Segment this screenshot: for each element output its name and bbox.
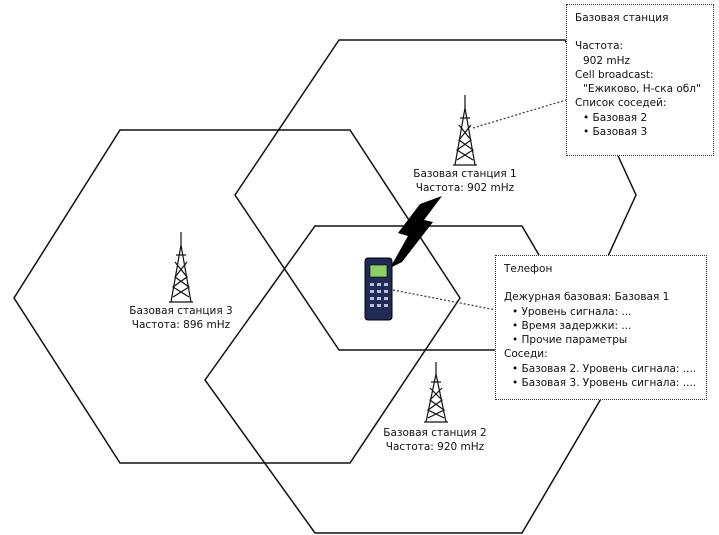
station-box-broadcast-label: Cell broadcast: xyxy=(575,68,654,81)
phone-box-neighbor: Базовая 2. Уровень сигнала: .... xyxy=(504,362,700,376)
phone-box-serving-station: Дежурная базовая: Базовая 1 xyxy=(504,291,670,304)
tower-2-icon xyxy=(424,362,448,423)
station-3-label: Базовая станция 3 Частота: 896 mHz xyxy=(116,304,246,332)
phone-box-title: Телефон xyxy=(504,263,553,275)
tower-1-icon xyxy=(453,95,477,166)
station-1-name: Базовая станция 1 xyxy=(413,168,517,180)
cell-3-hexagon xyxy=(13,129,461,464)
station-info-box: Базовая станция Частота: 902 mHz Cell br… xyxy=(566,4,714,156)
phone-box-serving-item: Прочие параметры xyxy=(504,333,700,347)
station-2-label: Базовая станция 2 Частота: 920 mHz xyxy=(370,426,500,454)
station-2-name: Базовая станция 2 xyxy=(383,427,487,439)
station-box-frequency-label: Частота: xyxy=(575,40,624,53)
station-1-label: Базовая станция 1 Частота: 902 mHz xyxy=(400,167,530,195)
phone-box-neighbors-label: Соседи: xyxy=(504,348,548,361)
signal-bolt-icon xyxy=(390,196,442,268)
station-box-neighbors-label: Список соседей: xyxy=(575,97,667,110)
tower-3-icon xyxy=(169,232,193,303)
cell-2-hexagon xyxy=(204,225,613,534)
phone-info-box: Телефон Дежурная базовая: Базовая 1 Уров… xyxy=(495,255,707,400)
station-1-frequency: Частота: 902 mHz xyxy=(415,182,515,194)
station-box-connector xyxy=(472,99,567,129)
station-3-frequency: Частота: 896 mHz xyxy=(131,319,231,331)
phone-icon xyxy=(364,257,393,321)
station-box-neighbor: Базовая 2 xyxy=(575,111,707,125)
phone-box-serving-item: Уровень сигнала: ... xyxy=(504,305,700,319)
station-box-neighbor: Базовая 3 xyxy=(575,125,707,139)
station-box-frequency-value: 902 mHz xyxy=(583,54,631,67)
station-box-title: Базовая станция xyxy=(575,12,669,24)
phone-box-serving-item: Время задержки: ... xyxy=(504,319,700,333)
station-2-frequency: Частота: 920 mHz xyxy=(385,441,485,453)
phone-box-connector xyxy=(392,289,497,311)
station-box-broadcast-value: "Ежиково, Н-ска обл" xyxy=(583,83,701,96)
station-3-name: Базовая станция 3 xyxy=(129,305,233,317)
phone-box-neighbor: Базовая 3. Уровень сигнала: .... xyxy=(504,376,700,390)
